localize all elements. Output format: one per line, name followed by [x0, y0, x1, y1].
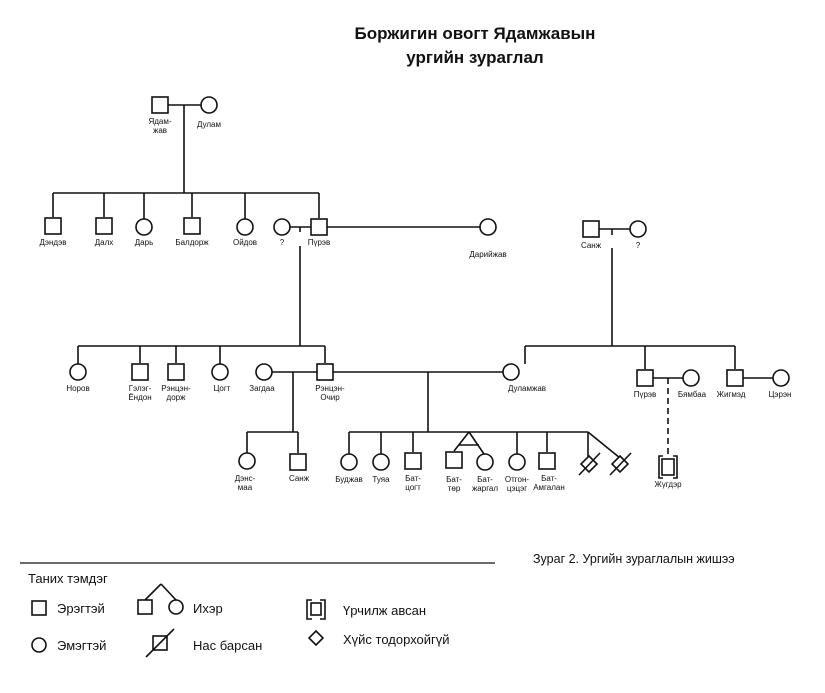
- legend: Таних тэмдэг Эрэгтэй Ихэр Үрчилж авсан Э…: [28, 571, 450, 658]
- person-name: Норов: [66, 384, 89, 393]
- deceased-legend-symbol: [145, 628, 175, 658]
- female-symbol: [502, 363, 520, 381]
- person-name: Бат-: [477, 475, 493, 484]
- person-name: цэцэг: [507, 484, 527, 493]
- male-symbol: [445, 451, 463, 469]
- person-name: Ойдов: [233, 238, 257, 247]
- legend-male-label: Эрэгтэй: [57, 601, 105, 616]
- person-name: Дарийжав: [469, 250, 506, 259]
- person-name: төр: [448, 484, 461, 493]
- deceased-unknown-sex-symbol: [609, 452, 632, 476]
- person-name: Отгон-: [505, 475, 529, 484]
- legend-unknown-sex-label: Хүйс тодорхойгүй: [343, 632, 450, 647]
- female-symbol: [238, 452, 256, 470]
- male-legend-symbol: [31, 600, 47, 616]
- male-symbol: [131, 363, 149, 381]
- person-name: Гэлэг-: [129, 384, 152, 393]
- person-name: Жигмэд: [717, 390, 746, 399]
- person-name: Загдаа: [249, 384, 275, 393]
- person-name: Пүрэв: [308, 238, 331, 247]
- female-symbol: [629, 220, 647, 238]
- unknown-sex-legend-symbol: [307, 629, 325, 647]
- male-symbol: [310, 218, 328, 236]
- person-name: Рэнцэн-: [161, 384, 191, 393]
- female-symbol: [236, 218, 254, 236]
- person-name: Далх: [95, 238, 114, 247]
- legend-deceased-label: Нас барсан: [193, 638, 262, 653]
- person-name: Цогт: [214, 384, 231, 393]
- male-symbol: [316, 363, 334, 381]
- person-name: Амгалан: [533, 483, 565, 492]
- person-name: Бат-: [446, 475, 462, 484]
- person-name: Бат-: [405, 474, 421, 483]
- person-name: Балдорж: [175, 238, 209, 247]
- person-name: жав: [153, 126, 167, 135]
- person-name: Дулам: [197, 120, 221, 129]
- person-name: жаргал: [472, 484, 498, 493]
- female-symbol: [255, 363, 273, 381]
- person-name: Туяа: [372, 475, 390, 484]
- male-symbol: [151, 96, 169, 114]
- twins-legend-symbol: [137, 583, 184, 615]
- person-name: Пүрэв: [634, 390, 657, 399]
- person-name: Ёндон: [128, 393, 151, 402]
- female-symbol: [211, 363, 229, 381]
- female-symbol: [69, 363, 87, 381]
- male-symbol: [167, 363, 185, 381]
- female-symbol: [476, 453, 494, 471]
- male-symbol: [44, 217, 62, 235]
- female-symbol: [508, 453, 526, 471]
- female-symbol: [273, 218, 291, 236]
- figure-caption: Зураг 2. Ургийн зураглалын жишээ: [533, 552, 735, 566]
- male-symbol: [636, 369, 654, 387]
- person-name: ?: [280, 238, 285, 247]
- person-name: Рэнцэн-: [315, 384, 345, 393]
- male-symbol: [404, 452, 422, 470]
- legend-title: Таних тэмдэг: [28, 571, 108, 586]
- diagram-title: Боржигин овогт Ядамжавын: [355, 24, 596, 43]
- diagram-subtitle: ургийн зураглал: [406, 48, 543, 67]
- person-name: цогт: [405, 483, 421, 492]
- male-symbol: [95, 217, 113, 235]
- male-symbol: [183, 217, 201, 235]
- person-name: маа: [238, 483, 253, 492]
- person-name: Дэндэв: [39, 238, 66, 247]
- female-symbol: [682, 369, 700, 387]
- legend-adopted-label: Үрчилж авсан: [343, 603, 426, 618]
- female-symbol: [479, 218, 497, 236]
- male-symbol: [582, 220, 600, 238]
- person-name: Дарь: [135, 238, 153, 247]
- deceased-unknown-sex-symbol: [578, 452, 601, 476]
- person-name: Бат-: [541, 474, 557, 483]
- female-symbol: [340, 453, 358, 471]
- couple-yadamjav-dulam: [151, 96, 218, 193]
- male-symbol: [289, 453, 307, 471]
- female-legend-symbol: [31, 637, 47, 653]
- person-name: Жүгдэр: [654, 480, 682, 489]
- legend-twins-label: Ихэр: [193, 601, 223, 616]
- person-name: дорж: [167, 393, 187, 402]
- female-symbol: [372, 453, 390, 471]
- male-symbol: [726, 369, 744, 387]
- person-name: Санж: [289, 474, 310, 483]
- person-name: Дэнс-: [235, 474, 256, 483]
- female-symbol: [772, 369, 790, 387]
- female-symbol: [135, 218, 153, 236]
- legend-female-label: Эмэгтэй: [57, 638, 106, 653]
- adopted-legend-symbol: [306, 599, 326, 620]
- person-name: Цэрэн: [769, 390, 792, 399]
- person-name: Бямбаа: [678, 390, 707, 399]
- person-name: Дуламжав: [508, 384, 546, 393]
- person-name: ?: [636, 241, 641, 250]
- male-symbol: [538, 452, 556, 470]
- person-name: Ядам-: [148, 117, 171, 126]
- person-name: Санж: [581, 241, 602, 250]
- person-name: Очир: [320, 393, 340, 402]
- female-symbol: [200, 96, 218, 114]
- adopted-male-symbol: [658, 455, 678, 479]
- person-name: Буджав: [335, 475, 363, 484]
